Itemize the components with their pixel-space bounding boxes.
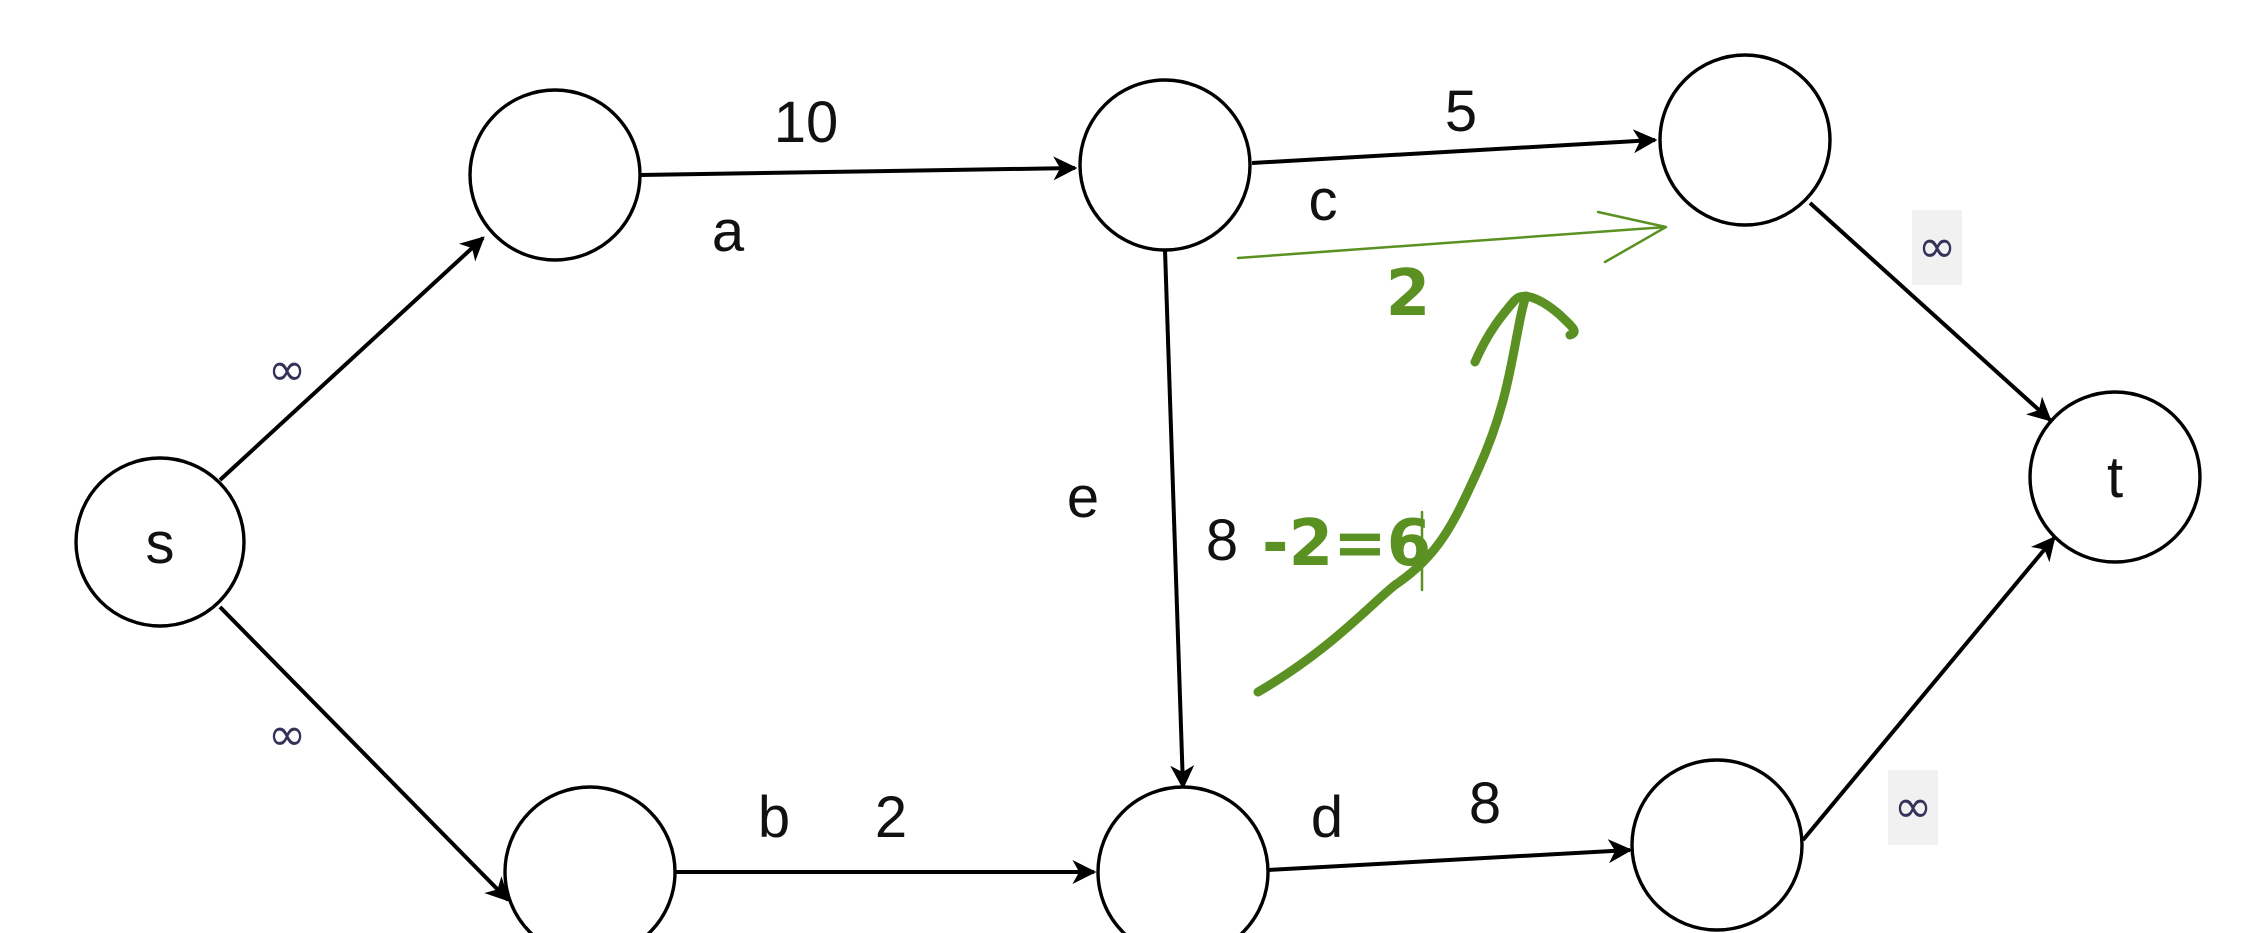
node-t-label: t xyxy=(2107,445,2123,510)
handwritten-curved-arrow xyxy=(1253,291,1531,697)
node-bottom-right xyxy=(1630,758,1804,932)
edge-d-name: d xyxy=(1311,785,1343,850)
node-bottom-left xyxy=(503,785,677,933)
edge-c-name: c xyxy=(1309,168,1338,233)
edge-c-capacity: 5 xyxy=(1445,79,1477,144)
edge-e xyxy=(1163,249,1195,790)
handwritten-flow-value: 2 xyxy=(1386,257,1431,331)
edge-top-right-to-t-capacity: ∞ xyxy=(1918,219,1956,273)
edge-c xyxy=(1251,129,1658,165)
handwritten-curved-arrowhead xyxy=(1470,291,1579,367)
infinity-label-bg xyxy=(1912,210,1962,285)
edge-bottom-right-to-t-capacity: ∞ xyxy=(1894,779,1932,833)
handwritten-capacity-update: -2=6 xyxy=(1262,507,1431,581)
edge-top-right-to-t xyxy=(1808,201,2052,422)
edge-a-capacity: 10 xyxy=(774,90,839,155)
edge-s-bottom xyxy=(218,605,510,902)
node-top-right xyxy=(1658,53,1832,227)
edge-d-capacity: 8 xyxy=(1469,771,1501,836)
edge-d xyxy=(1267,839,1633,872)
handwritten-flow-arrow xyxy=(1236,210,1668,264)
node-s-label: s xyxy=(146,511,175,576)
edge-b-name: b xyxy=(758,785,790,850)
node-top-left xyxy=(468,88,642,262)
handwritten-annotations: 2 -2=6 xyxy=(1236,210,1668,697)
edge-a-name: a xyxy=(712,199,745,264)
node-t: t xyxy=(2028,390,2202,564)
node-top-middle xyxy=(1078,78,1252,252)
edge-b-capacity: 2 xyxy=(875,785,907,850)
edge-e-name: e xyxy=(1067,465,1099,530)
node-s: s xyxy=(74,456,246,628)
edge-a xyxy=(639,156,1078,181)
edge-s-top xyxy=(218,236,485,482)
edge-s-bottom-capacity: ∞ xyxy=(268,707,306,761)
edge-bottom-right-to-t xyxy=(1801,536,2056,842)
infinity-label-bg xyxy=(1888,770,1938,845)
edge-e-capacity: 8 xyxy=(1206,508,1238,573)
edge-s-top-capacity: ∞ xyxy=(268,342,306,396)
node-bottom-middle xyxy=(1096,785,1270,933)
